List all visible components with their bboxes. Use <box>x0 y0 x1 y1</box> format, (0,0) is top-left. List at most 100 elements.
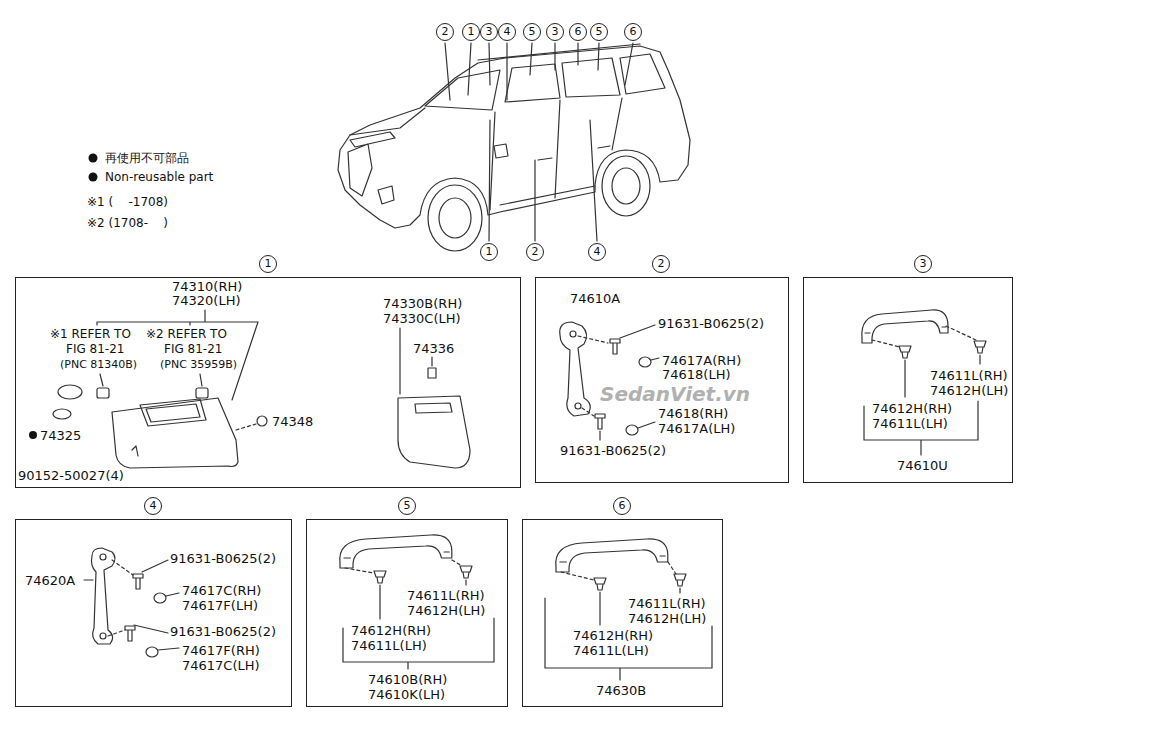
grip-bracket-group <box>610 339 620 354</box>
part-number: 74611L(RH) <box>407 588 485 603</box>
assist-grip-group <box>556 539 668 572</box>
sun-visor-group <box>132 446 138 456</box>
callout-number: 5 <box>590 23 608 41</box>
grip-bracket-group <box>570 331 576 337</box>
sun-visor-group <box>400 328 432 394</box>
part-number: 74610B(RH) <box>368 672 447 687</box>
part-number: 91631-B0625(2) <box>170 624 276 639</box>
vehicle-outline <box>350 98 622 210</box>
part-number: FIG 81-21 <box>66 342 124 357</box>
grip-bracket-group <box>146 647 158 657</box>
panel-number: 4 <box>144 497 162 515</box>
grip-bracket-group <box>154 593 166 603</box>
vehicle-outline <box>338 44 690 251</box>
assist-grip-group <box>974 341 986 353</box>
panel-number: 1 <box>259 255 277 273</box>
grip-bracket-group <box>100 633 106 639</box>
parts-panel: 374611L(RH)74612H(LH)74612H(RH)74611L(LH… <box>803 277 1013 483</box>
grip-bracket-group <box>125 626 135 641</box>
callout-number: 4 <box>498 23 516 41</box>
grip-bracket-group <box>108 560 133 636</box>
part-number: 90152-50027(4) <box>18 468 124 483</box>
sun-visor-group <box>58 385 82 399</box>
assist-grip-group <box>340 535 494 669</box>
assist-grip-group <box>594 578 606 590</box>
sun-visor-group <box>236 424 256 430</box>
part-number: 74612H(LH) <box>930 383 1008 398</box>
part-number: 74618(RH) <box>658 406 728 421</box>
panel-number: 6 <box>613 497 631 515</box>
vehicle-outline <box>425 44 665 110</box>
part-number: 74612H(RH) <box>573 628 653 643</box>
legend-dot <box>89 173 98 182</box>
assist-grip-group <box>545 588 712 680</box>
panel-number: 3 <box>914 255 932 273</box>
part-number: 74610A <box>570 291 620 306</box>
part-number: (PNC 35959B) <box>160 357 237 372</box>
vehicle-outline <box>602 156 650 216</box>
part-number: 74618(LH) <box>662 367 731 382</box>
vehicle-outline <box>612 168 640 204</box>
grip-bracket-group <box>100 554 106 560</box>
parts-panel: 174310(RH)74320(LH)※1 REFER TOFIG 81-21(… <box>15 277 521 488</box>
part-number: 74612H(LH) <box>628 611 706 626</box>
grip-bracket-group <box>84 560 179 650</box>
vehicle-outline <box>338 46 690 228</box>
sun-visor-group <box>97 388 109 398</box>
part-number: ※2 REFER TO <box>146 327 227 342</box>
assist-grip-group <box>345 560 462 573</box>
part-number: 74611L(LH) <box>351 638 427 653</box>
part-number: 74330C(LH) <box>383 311 461 326</box>
part-number: 74612H(RH) <box>351 623 431 638</box>
part-number: 74325 <box>40 428 81 443</box>
part-number: 91631-B0625(2) <box>658 316 764 331</box>
assist-grip-group <box>556 539 668 572</box>
part-number: 74617A(RH) <box>662 353 741 368</box>
part-number: 91631-B0625(2) <box>560 443 666 458</box>
part-number: ※1 REFER TO <box>50 327 131 342</box>
callout-leader <box>445 43 633 100</box>
part-number: 74611L(RH) <box>628 596 706 611</box>
callout-number: 2 <box>436 23 454 41</box>
part-number: 74617C(LH) <box>182 658 260 673</box>
vehicle-outline <box>348 132 395 204</box>
footnote: ※1 ( -1708) <box>87 195 168 210</box>
legend-dot <box>89 154 98 163</box>
callout-number: 6 <box>569 23 587 41</box>
parts-panel: 274610A91631-B0625(2)74617A(RH)74618(LH)… <box>535 277 789 483</box>
part-number: 74348 <box>272 414 313 429</box>
part-number: 74310(RH) <box>172 279 242 294</box>
legend-text: 再使用不可部品 <box>105 151 189 166</box>
callout-number: 1 <box>480 243 498 261</box>
part-number: 91631-B0625(2) <box>170 551 276 566</box>
parts-panel: 474620A91631-B0625(2)74617C(RH)74617F(LH… <box>15 519 292 707</box>
assist-grip-group <box>340 535 452 568</box>
sun-visor-group <box>112 398 238 468</box>
part-number: 74617A(LH) <box>658 421 735 436</box>
part-number: 74617F(LH) <box>182 598 258 613</box>
parts-panel: 574611L(RH)74612H(LH)74612H(RH)74611L(LH… <box>306 519 508 707</box>
assist-grip-group <box>545 539 712 680</box>
grip-bracket-group <box>133 574 143 589</box>
parts-panel: 674611L(RH)74612H(LH)74612H(RH)74611L(LH… <box>522 519 723 707</box>
part-number: (PNC 81340B) <box>60 357 137 372</box>
assist-grip-group <box>374 571 386 583</box>
grip-bracket-group <box>92 548 116 644</box>
part-number: FIG 81-21 <box>164 342 222 357</box>
assist-grip-group <box>862 310 948 343</box>
vehicle-outline <box>428 185 482 251</box>
assist-grip-group <box>872 326 976 347</box>
part-number: 74630B <box>596 683 646 698</box>
panel-number: 2 <box>652 255 670 273</box>
grip-bracket-group <box>639 357 651 367</box>
assist-grip-group <box>340 535 452 568</box>
part-number: 74611L(RH) <box>930 368 1008 383</box>
callout-number: 3 <box>480 23 498 41</box>
part-number: 74611L(LH) <box>872 416 948 431</box>
part-number: 74620A <box>25 573 75 588</box>
assist-grip-group <box>460 566 472 578</box>
sun-visor-group <box>100 374 202 386</box>
vehicle-outline <box>439 198 471 238</box>
